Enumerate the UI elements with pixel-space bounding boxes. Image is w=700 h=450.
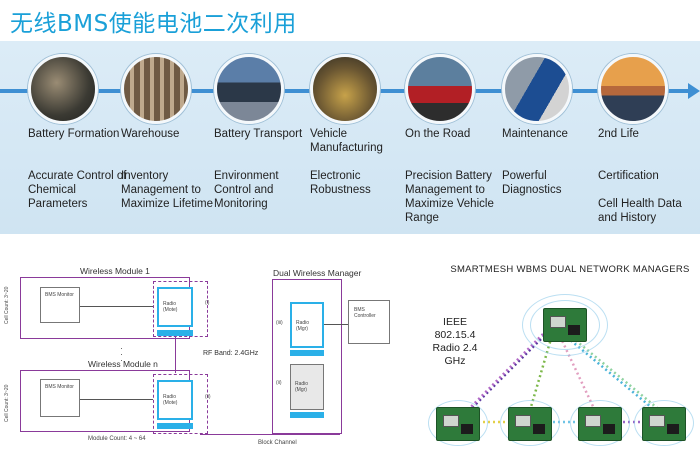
stage-desc: Certification Cell Health Data and Histo… (598, 170, 682, 224)
module-count-label: Module Count: 4 ~ 64 (88, 436, 146, 442)
bms-monitor-label: BMS Monitor (45, 384, 74, 390)
manager-title: Dual Wireless Manager (273, 268, 362, 278)
radio-mgr-label: Radio (Mgr) (296, 320, 310, 332)
signal-wave (522, 294, 608, 356)
2nd-life-photo (598, 54, 668, 124)
mote-node-4 (642, 407, 686, 441)
signal-wave (570, 400, 630, 446)
radio-caption: IEEE 802.15.4 Radio 2.4 GHz (432, 316, 478, 367)
page-title: 无线BMS使能电池二次利用 (10, 11, 297, 37)
vehicle-manufacturing-photo (310, 54, 380, 124)
radio-mgr-2: Radio (Mgr) (290, 364, 324, 410)
cell-count-bottom: Cell Count: 3~20 (4, 384, 10, 422)
spi-line-n (80, 399, 153, 400)
block-channel-line (200, 434, 340, 435)
bms-monitor-n: BMS Monitor (40, 379, 80, 417)
block-channel-label: Block Channel (258, 440, 297, 446)
ism-strip-n (157, 423, 193, 429)
rf-band-label: RF Band: 2.4GHz (203, 350, 259, 357)
mote-link-line (175, 337, 176, 373)
stage-desc: Electronic Robustness (310, 170, 371, 196)
stage-label: Battery Transport (214, 128, 303, 140)
mote-node-2 (508, 407, 552, 441)
radio-mote-label: Radio (Mote) (163, 394, 178, 406)
bms-monitor-1: BMS Monitor (40, 287, 80, 323)
stage-label: 2nd Life (598, 128, 639, 140)
radio-mgr-label: Radio (Mgr) (295, 381, 309, 393)
stage-label: Warehouse (121, 128, 180, 140)
stage-desc: Powerful Diagnostics (502, 170, 562, 196)
controller-link (324, 324, 348, 325)
manager-box (272, 279, 342, 434)
battery-transport-photo (214, 54, 284, 124)
mote-node-3 (578, 407, 622, 441)
smartmesh-network-diagram: SMARTMESH WBMS DUAL NETWORK MANAGERS IEE… (418, 262, 700, 450)
network-title: SMARTMESH WBMS DUAL NETWORK MANAGERS (450, 264, 690, 275)
bms-monitor-label: BMS Monitor (45, 292, 74, 298)
antenna-iii: (iii) (276, 320, 283, 326)
stage-desc: Inventory Management to Maximize Lifetim… (121, 170, 214, 210)
mote-enclosure-1 (153, 281, 208, 337)
stage-label: On the Road (405, 128, 471, 140)
cell-count-top: Cell Count: 3~20 (4, 286, 10, 324)
mote-node-1 (436, 407, 480, 441)
stage-desc: Accurate Control of Chemical Parameters (28, 170, 127, 210)
signal-wave (634, 400, 694, 446)
stage-desc: Precision Battery Management to Maximize… (405, 170, 494, 224)
radio-mote-n: Radio (Mote) (157, 380, 193, 420)
radio-mgr-1: Radio (Mgr) (290, 302, 324, 348)
ellipsis-dots: ··· (120, 343, 123, 365)
network-manager-node (543, 308, 587, 342)
stage-desc: Environment Control and Monitoring (214, 170, 279, 210)
warehouse-photo (121, 54, 191, 124)
spi-line-1 (80, 306, 153, 307)
antenna-ii-mgr: (ii) (276, 380, 282, 386)
bms-controller: BMS Controller (348, 300, 390, 344)
radio-mote-1: Radio (Mote) (157, 287, 193, 327)
antenna-ii: (ii) (205, 394, 211, 400)
module1-title: Wireless Module 1 (80, 266, 150, 276)
antenna-i: (i) (205, 300, 210, 306)
maintenance-photo (502, 54, 572, 124)
radio-mote-label: Radio (Mote) (163, 301, 178, 313)
signal-wave (500, 400, 560, 446)
bms-controller-label: BMS Controller (354, 307, 376, 319)
mote-enclosure-n (153, 374, 208, 434)
lifecycle-timeline: Battery Formation Accurate Control of Ch… (0, 41, 700, 234)
stage-label: Battery Formation (28, 128, 120, 140)
ism-strip-1 (157, 330, 193, 336)
wireless-bms-schematic: Wireless Module 1 Cell Count: 3~20 BMS M… (0, 262, 410, 450)
ism-strip-mgr1 (290, 350, 324, 356)
stage-label: Vehicle Manufacturing (310, 128, 383, 154)
modulen-title: Wireless Module n (88, 359, 158, 369)
stage-label: Maintenance (502, 128, 568, 140)
ism-strip-mgr2 (290, 412, 324, 418)
battery-formation-photo (28, 54, 98, 124)
signal-wave (428, 400, 488, 446)
on-the-road-photo (405, 54, 475, 124)
